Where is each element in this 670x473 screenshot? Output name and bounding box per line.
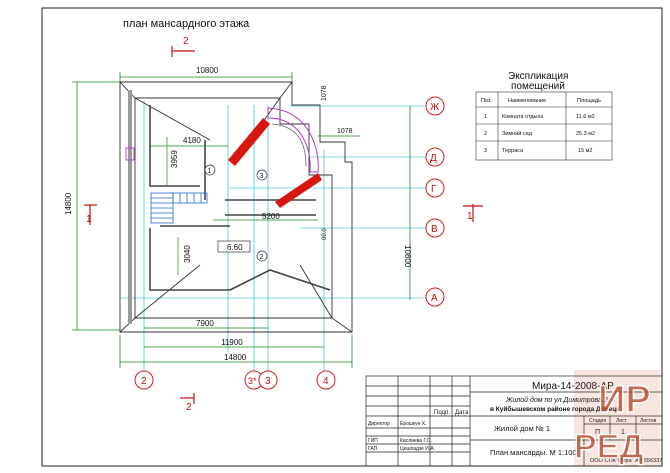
explication-row-name: Зимний сад: [502, 130, 533, 137]
axis-label-2: 2: [141, 376, 147, 387]
section-mark-right: 1: [463, 204, 483, 222]
room-1-label: 1: [208, 168, 212, 175]
axis-bubble-3: 3: [258, 370, 278, 390]
axis-label-v: В: [431, 224, 438, 235]
explication-row-area: 25.3 м2: [576, 131, 595, 137]
dim-left-height: [72, 81, 120, 331]
level-mark-label: 6.60: [227, 243, 243, 252]
section-mark-top: 2: [171, 36, 195, 57]
section-mark-bottom-label: 2: [186, 402, 192, 413]
explication-title: Экспликация: [508, 71, 568, 82]
stamp-col-sign: Подп.: [434, 410, 450, 416]
room-2-label: 2: [260, 254, 264, 261]
dim-bottom-14800-label: 14800: [224, 353, 247, 362]
explication-header-pos: Поз.: [481, 98, 492, 104]
explication-table: [475, 91, 613, 161]
stamp-col-date: Дата: [455, 410, 469, 416]
axis-label-zh: Ж: [430, 102, 440, 113]
axis-label-a: А: [431, 293, 438, 304]
watermark-line1: ИР: [598, 379, 651, 421]
axis-bubble-a: А: [425, 287, 445, 307]
explication-row-pos: 1: [484, 114, 487, 120]
stamp-sheet-name: План мансарды. М 1:100: [490, 448, 577, 457]
bay-window: [267, 107, 319, 173]
stamp-person: Кислиева Г.С.: [400, 438, 432, 444]
axis-label-d: Д: [430, 153, 437, 164]
stamp-building: Жилой дом № 1: [494, 424, 550, 433]
stamp-role: ГИП: [368, 438, 378, 444]
stamp-person: Цешпадзе И.А.: [400, 446, 435, 452]
accent-wall-lower: [275, 173, 322, 208]
level-mark-box: [217, 240, 251, 253]
dim-room1-height-label: 3959: [170, 150, 179, 168]
axis-bubble-g: Г: [425, 178, 445, 198]
explication-header-name: Наименование: [508, 98, 546, 104]
dim-bay-top-label: 1078: [321, 85, 328, 101]
section-mark-top-label: 2: [183, 36, 189, 47]
section-mark-right-label: 1: [467, 211, 473, 222]
stamp-object-line2: в Куйбышевском районе города Донецк: [490, 405, 620, 413]
dim-top-width-label: 10800: [196, 66, 219, 75]
explication-row-pos: 2: [484, 131, 487, 137]
dim-bottom-11900-label: 11900: [221, 338, 243, 347]
watermark-logo: ИР РЕД: [573, 370, 660, 467]
stamp-stage-header: Лист: [616, 418, 628, 424]
axis-bubble-2: 2: [134, 370, 154, 390]
stamp-code: Мира-14-2008-АР: [532, 381, 614, 392]
room-marker-3: 3: [256, 169, 268, 181]
roof-outline: [119, 81, 353, 333]
dim-room2-height-label: 3040: [183, 245, 192, 263]
section-mark-left: 1: [84, 204, 97, 225]
axis-label-4: 4: [323, 376, 329, 387]
explication-header-area: Площадь: [577, 98, 601, 104]
axis-label-3: 3: [265, 376, 271, 387]
small-mark-label: 00.0: [322, 228, 328, 240]
room-marker-2: 2: [256, 250, 268, 262]
dim-right-height-label: 10800: [403, 245, 412, 268]
explication-row-name: Терраса: [502, 148, 524, 154]
stamp-org: ООО"СПК"Мира" АВ 556337: [590, 458, 662, 464]
axis-bubble-zh: Ж: [425, 96, 445, 116]
dim-room1-width-label: 4180: [183, 136, 201, 145]
walls: [149, 105, 331, 291]
explication-row-name: Комната отдыха: [502, 114, 544, 120]
dim-bottom: [119, 327, 353, 368]
explication-subtitle: помещений: [511, 81, 565, 92]
axis-bubble-d: Д: [425, 147, 445, 167]
axis-bubble-4: 4: [316, 370, 336, 390]
stamp-stage-header: Стадия: [589, 418, 606, 424]
room-3-label: 3: [260, 173, 264, 180]
section-mark-bottom: 2: [180, 393, 195, 413]
section-mark-left-label: 1: [86, 214, 92, 225]
explication-row-area: 11.6 м2: [576, 114, 595, 120]
dim-bottom-7900-label: 7900: [196, 319, 214, 328]
plan-title: план мансардного этажа: [123, 18, 250, 30]
explication-row-area: 15 м2: [578, 148, 593, 154]
stamp-role: ГАП: [368, 446, 378, 452]
dim-mid-width-label: 5200: [262, 212, 280, 221]
accent-wall-upper: [228, 118, 270, 166]
stairs: [150, 192, 208, 224]
stamp-stage-value: 1: [621, 429, 625, 436]
stamp-object-line1: Жилой дом по ул.Димитрова 2: [505, 396, 608, 404]
explication-row-pos: 3: [484, 148, 487, 154]
room-marker-1: 1: [204, 164, 216, 176]
axis-bubble-v: В: [425, 218, 445, 238]
dim-bay-side-label: 1078: [337, 128, 353, 135]
stamp-stage-header: Листов: [640, 418, 657, 424]
chimney-mark: [125, 147, 135, 161]
stamp-person: Ерошкун Х.: [400, 421, 427, 427]
axis-guides: [120, 100, 426, 372]
stamp-role: Директор: [368, 421, 390, 427]
axis-label-g: Г: [431, 184, 437, 195]
stamp-stage-value: П: [595, 429, 600, 436]
title-block: [365, 375, 663, 467]
axis-label-3star: 3*: [248, 376, 257, 386]
dim-left-height-label: 14800: [64, 192, 73, 215]
drawing-frame: [41, 7, 663, 467]
watermark-line2: РЕД: [574, 428, 644, 466]
roof-edge: [128, 90, 132, 324]
